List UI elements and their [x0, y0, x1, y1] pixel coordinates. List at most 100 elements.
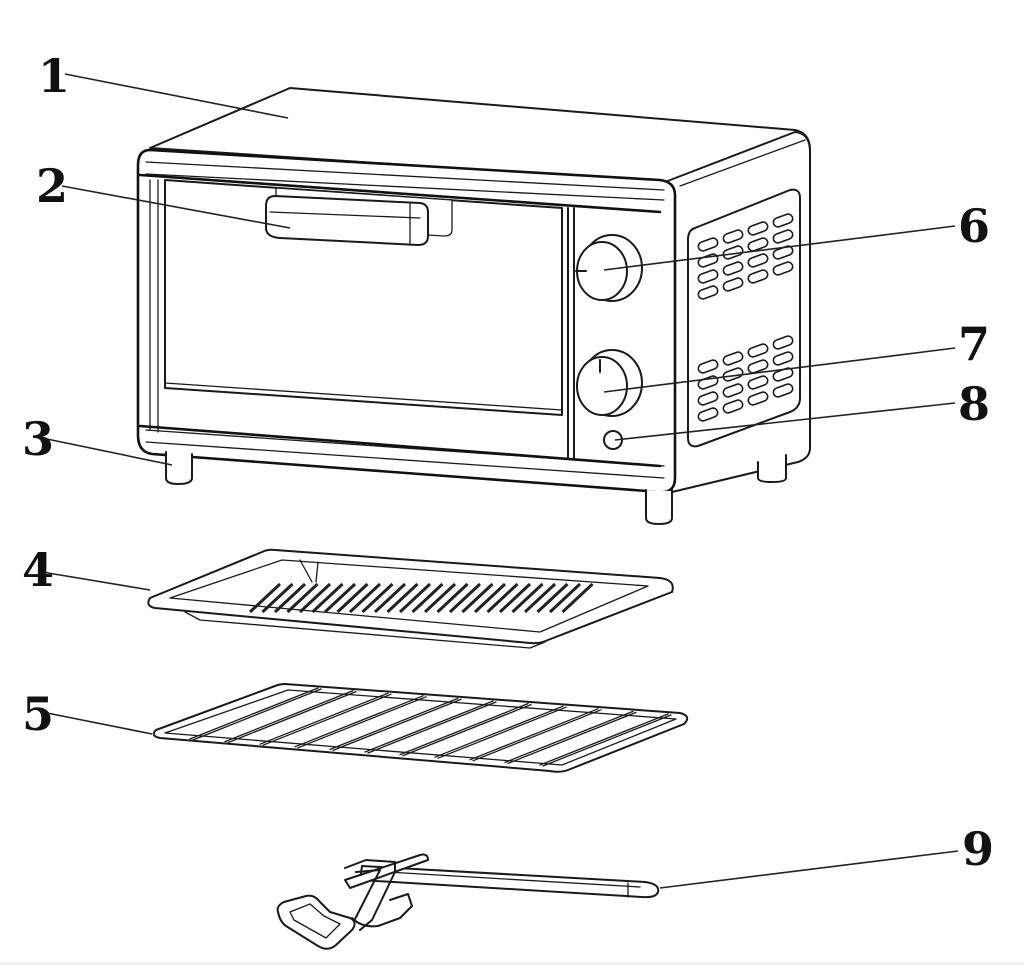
vent-slots-upper: [697, 213, 794, 300]
vent-slots-lower: [697, 335, 794, 422]
callout-3: 3: [22, 412, 54, 466]
grill-rib: [348, 582, 382, 614]
vent-lower-slot: [697, 391, 719, 406]
grill-rib: [511, 582, 544, 614]
grill-rib: [498, 582, 532, 614]
rack-wire-edge: [542, 714, 672, 767]
grill-rib: [486, 582, 519, 614]
callout-labels: 1 2 3 4 5 6 7 8 9: [22, 49, 994, 876]
grill-rib: [423, 582, 457, 614]
grill-rib: [373, 582, 407, 614]
rack-wire-edge: [262, 693, 392, 746]
vent-lower-slot: [697, 407, 719, 422]
door-window-bottom-ledge: [164, 382, 563, 411]
rack-wire-edge: [437, 706, 567, 759]
callout-2: 2: [36, 159, 68, 213]
lower-control-knob[interactable]: [576, 349, 643, 417]
handle-highlight: [269, 211, 421, 219]
front-frame-inner-line: [145, 161, 665, 201]
grill-rib: [398, 582, 432, 614]
foot-front-right: [645, 489, 673, 525]
rack-frame: [152, 683, 689, 773]
vent-upper-slot: [722, 277, 744, 292]
rack-wire: [504, 710, 634, 764]
grill-rib: [561, 582, 594, 614]
baking-tray: [147, 548, 674, 649]
callout-9: 9: [962, 822, 994, 876]
vent-upper-slot: [722, 261, 744, 276]
tongs-grip-loop: [276, 894, 356, 950]
bottom-edge-strip: [0, 962, 1024, 965]
vent-lower-slot: [697, 359, 719, 374]
grill-rib: [448, 582, 482, 614]
leader-7: [603, 347, 956, 393]
door-handle[interactable]: [265, 187, 453, 246]
tray-inner-rim: [169, 559, 649, 633]
vent-upper-slot: [772, 229, 794, 244]
tray-outer-rim: [147, 548, 674, 645]
foot-front-left: [165, 451, 193, 485]
vent-upper-slot: [722, 245, 744, 260]
grill-rib: [386, 582, 419, 614]
rack-wire: [259, 692, 389, 745]
tongs-shaft: [359, 865, 660, 899]
vent-upper-slot: [772, 213, 794, 228]
vent-lower-slot: [722, 383, 744, 398]
rack-wire-edge: [192, 688, 322, 741]
tray-corner-fold: [299, 559, 319, 583]
grill-rib: [536, 582, 569, 614]
grill-rib: [273, 582, 307, 614]
tongs-hinge: [351, 893, 413, 928]
control-panel-divider: [567, 207, 575, 459]
oven-body: [136, 87, 811, 525]
vent-upper-slot: [747, 221, 769, 236]
lower-knob-face: [576, 356, 628, 416]
rack-wire-edge: [507, 711, 637, 765]
vent-lower-slot: [722, 399, 744, 414]
bottom-trim: [138, 424, 662, 468]
callout-1: 1: [38, 49, 70, 103]
side-panel-edge: [679, 139, 806, 187]
rack-wire-edge: [472, 709, 602, 762]
callout-7: 7: [958, 317, 990, 371]
tongs-shaft-inner: [369, 870, 641, 898]
top-trim: [138, 173, 662, 214]
vent-upper-slot: [747, 253, 769, 268]
rack-wire: [469, 708, 599, 761]
grill-rib: [473, 582, 507, 614]
rack-wire: [399, 702, 529, 756]
leader-4: [41, 571, 151, 591]
side-vent-panel: [687, 188, 801, 448]
callout-5: 5: [22, 687, 54, 741]
rack-wire: [224, 689, 354, 743]
vent-lower-slot: [722, 367, 744, 382]
leader-1: [64, 73, 289, 119]
vent-lower-slot: [772, 335, 794, 350]
grill-rib: [261, 582, 294, 614]
rack-wire-edge: [297, 696, 427, 749]
upper-control-knob[interactable]: [575, 234, 643, 302]
leader-9: [659, 850, 959, 889]
grill-rib: [436, 582, 469, 614]
tray-handle-tongs: [276, 853, 660, 950]
callout-4: 4: [22, 543, 54, 597]
grill-rib: [336, 582, 369, 614]
grill-rib: [248, 582, 282, 614]
vent-upper-slot: [747, 237, 769, 252]
vent-lower-slot: [747, 359, 769, 374]
vent-lower-slot: [772, 351, 794, 366]
grill-rib: [523, 582, 557, 614]
rack-wire: [189, 687, 319, 740]
rack-wire-edge: [367, 701, 497, 754]
rack-wires: [189, 687, 672, 767]
grill-rib: [286, 582, 319, 614]
grill-rib: [548, 582, 582, 614]
grill-rib: [411, 582, 444, 614]
callout-leaders: [41, 73, 959, 889]
vent-lower-slot: [772, 383, 794, 398]
leader-8: [614, 402, 956, 441]
rack-wire: [364, 700, 494, 753]
vent-upper-slot: [697, 285, 719, 300]
vent-lower-slot: [747, 375, 769, 390]
